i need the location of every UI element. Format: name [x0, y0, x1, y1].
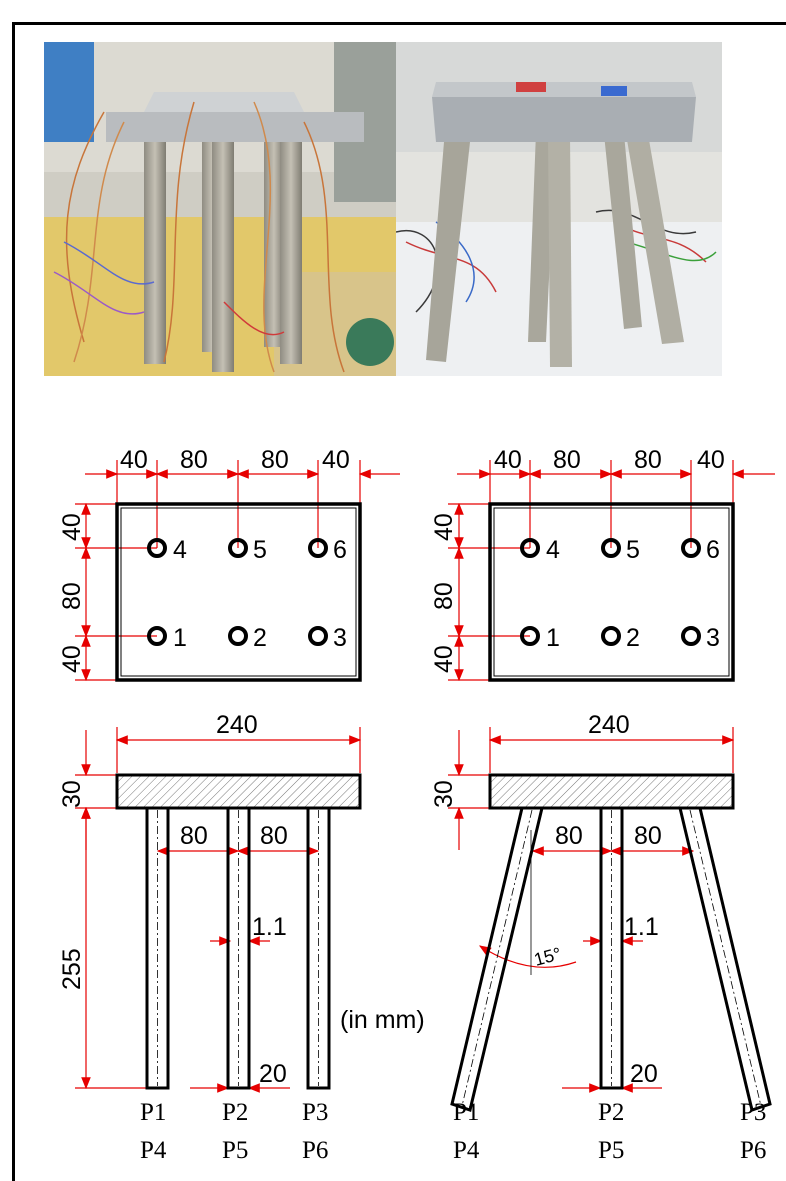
dim-left-thickness: 30 — [58, 780, 86, 808]
dim-left-dia: 20 — [259, 1060, 287, 1088]
pile-label-top: P1 — [453, 1099, 479, 1126]
dim-left-width: 240 — [216, 711, 258, 739]
dim-right-h-2: 80 — [553, 446, 581, 474]
vertical-pile-drawing — [75, 460, 400, 1093]
dim-left-spacing-2: 80 — [260, 822, 288, 850]
pile-label-top: P1 — [140, 1099, 166, 1126]
dim-left-h-2: 80 — [180, 446, 208, 474]
hole-label: 1 — [546, 624, 560, 652]
hole-label: 2 — [626, 624, 640, 652]
pile-label-bottom: P5 — [598, 1137, 624, 1164]
figure-frame — [12, 22, 786, 1181]
inclined-pile-drawing — [448, 460, 775, 1112]
dim-right-width: 240 — [588, 711, 630, 739]
pile-label-bottom: P6 — [740, 1137, 766, 1164]
dim-right-thickness: 30 — [430, 780, 458, 808]
dim-right-v-3: 40 — [430, 645, 458, 673]
dim-left-h-1: 40 — [120, 446, 148, 474]
dim-left-v-2: 80 — [58, 582, 86, 610]
dim-right-h-1: 40 — [494, 446, 522, 474]
dim-right-wall: 1.1 — [624, 913, 659, 941]
dim-right-spacing-2: 80 — [634, 822, 662, 850]
dim-right-dia: 20 — [630, 1060, 658, 1088]
dim-left-v-1: 40 — [58, 513, 86, 541]
dim-right-h-3: 80 — [634, 446, 662, 474]
hole-label: 4 — [546, 536, 560, 564]
hole-label: 6 — [333, 536, 347, 564]
hole-label: 5 — [626, 536, 640, 564]
dim-right-v-2: 80 — [430, 582, 458, 610]
hole-label: 4 — [173, 536, 187, 564]
hole-label: 5 — [253, 536, 267, 564]
hole-label: 3 — [333, 624, 347, 652]
photo-vertical-piles — [44, 42, 396, 376]
pile-label-top: P3 — [740, 1099, 766, 1126]
pile-label-bottom: P4 — [453, 1137, 480, 1164]
hole-label: 2 — [253, 624, 267, 652]
dim-left-h-3: 80 — [261, 446, 289, 474]
dim-left-spacing-1: 80 — [180, 822, 208, 850]
hole-label: 1 — [173, 624, 187, 652]
hole-label: 3 — [706, 624, 720, 652]
pile-label-bottom: P6 — [302, 1137, 328, 1164]
dim-left-leg-length: 255 — [58, 948, 86, 990]
pile-label-top: P2 — [598, 1099, 624, 1126]
dim-left-v-3: 40 — [58, 645, 86, 673]
dim-left-wall: 1.1 — [252, 913, 287, 941]
pile-label-bottom: P5 — [222, 1137, 248, 1164]
hole-label: 6 — [706, 536, 720, 564]
dim-right-h-4: 40 — [697, 446, 725, 474]
pile-label-top: P3 — [302, 1099, 328, 1126]
dim-left-h-4: 40 — [322, 446, 350, 474]
units-note: (in mm) — [340, 1006, 425, 1034]
photo-inclined-piles — [396, 42, 722, 376]
pile-label-top: P2 — [222, 1099, 248, 1126]
pile-label-bottom: P4 — [140, 1137, 167, 1164]
dim-right-spacing-1: 80 — [555, 822, 583, 850]
dim-right-v-1: 40 — [430, 513, 458, 541]
